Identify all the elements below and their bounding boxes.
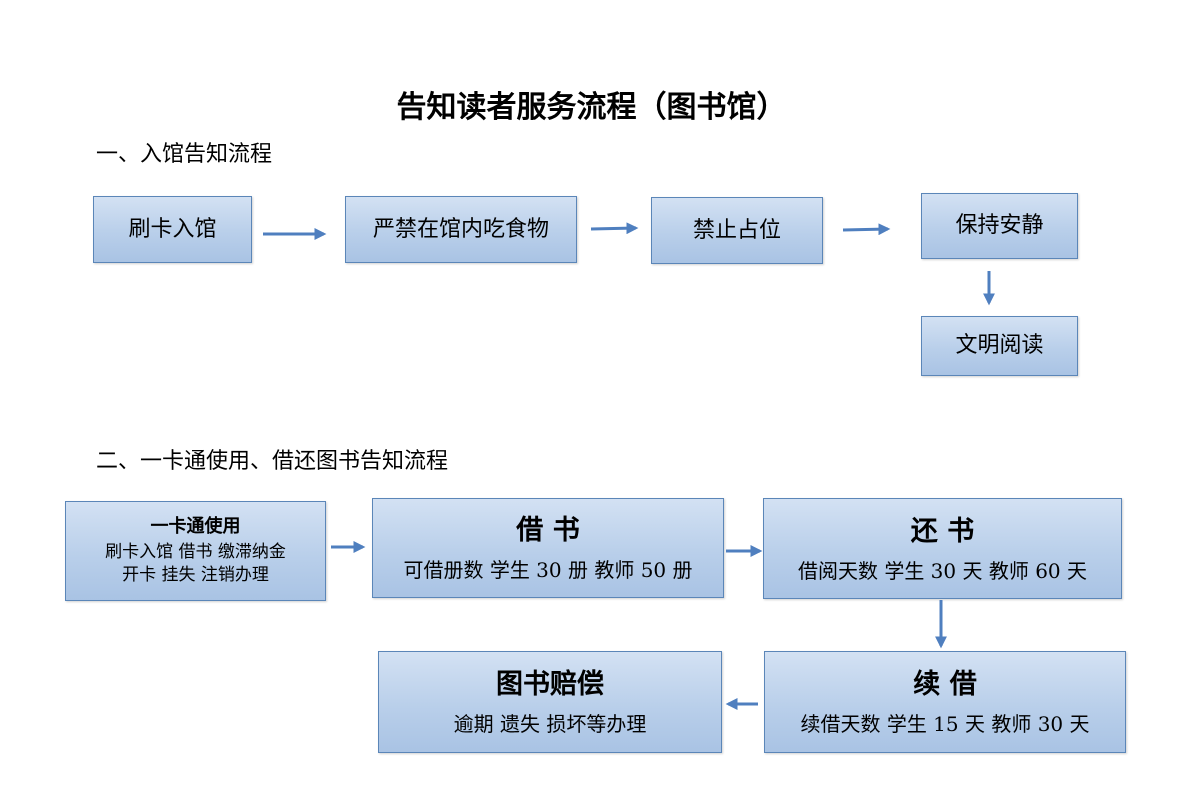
card-usage-box: 一卡通使用 刷卡入馆 借书 缴滞纳金 开卡 挂失 注销办理	[65, 501, 326, 601]
card-usage-line2: 开卡 挂失 注销办理	[122, 565, 269, 585]
step-label: 严禁在馆内吃食物	[372, 216, 549, 242]
step-label: 保持安静	[955, 213, 1044, 238]
renew-box: 续 借 续借天数 学生 15 天 教师 30 天	[764, 651, 1126, 753]
renew-detail: 续借天数 学生 15 天 教师 30 天	[800, 712, 1090, 736]
card-usage-line1: 刷卡入馆 借书 缴滞纳金	[105, 542, 286, 562]
return-head: 还 书	[910, 515, 975, 547]
arrow-noseat-to-quiet	[842, 223, 891, 236]
section-1-heading: 一、入馆告知流程	[96, 142, 273, 167]
step-label: 刷卡入馆	[128, 216, 217, 242]
step-label: 文明阅读	[955, 333, 1044, 358]
page-title: 告知读者服务流程（图书馆）	[396, 90, 787, 125]
compensation-head: 图书赔偿	[496, 669, 604, 700]
card-usage-head: 一卡通使用	[150, 516, 241, 537]
compensation-detail: 逾期 遗失 损坏等办理	[453, 712, 647, 736]
borrow-detail: 可借册数 学生 30 册 教师 50 册	[403, 558, 693, 582]
step-swipe-card: 刷卡入馆	[93, 196, 252, 263]
renew-head: 续 借	[913, 669, 977, 700]
borrow-box: 借 书 可借册数 学生 30 册 教师 50 册	[372, 498, 724, 598]
arrow-nofood-to-noseat	[590, 222, 639, 235]
return-detail: 借阅天数 学生 30 天 教师 60 天	[797, 558, 1088, 583]
step-label: 禁止占位	[692, 217, 781, 243]
step-keep-quiet: 保持安静	[921, 193, 1078, 259]
step-no-food: 严禁在馆内吃食物	[345, 196, 577, 263]
borrow-head: 借 书	[516, 515, 580, 546]
compensation-box: 图书赔偿 逾期 遗失 损坏等办理	[378, 651, 722, 753]
step-civil-reading: 文明阅读	[921, 316, 1078, 376]
step-no-seat-holding: 禁止占位	[651, 197, 823, 264]
section-2-heading: 二、一卡通使用、借还图书告知流程	[96, 449, 449, 474]
return-box: 还 书 借阅天数 学生 30 天 教师 60 天	[763, 498, 1122, 599]
